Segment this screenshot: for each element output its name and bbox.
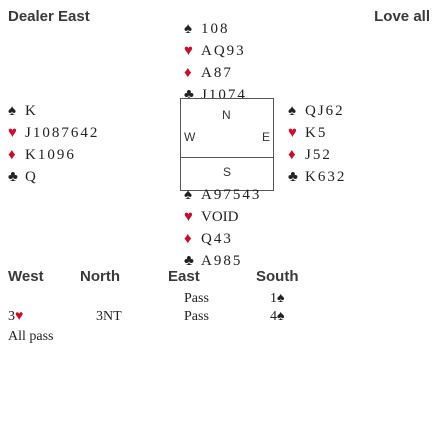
bid-east-1: Pass (184, 291, 209, 306)
west-hearts: J1087642 (25, 125, 100, 141)
north-clubs: J1074 (201, 87, 247, 103)
dealer-label: Dealer East (8, 8, 90, 25)
bid-level: 4 (270, 309, 277, 324)
auction-header-east: East (168, 268, 200, 285)
heart-icon: ♥ (184, 43, 193, 59)
north-hearts: AQ93 (201, 43, 246, 59)
south-diamonds: Q43 (201, 231, 233, 247)
heart-icon: ♥ (288, 125, 297, 141)
east-diamonds: J52 (305, 147, 332, 163)
diamond-icon: ♦ (184, 65, 192, 81)
compass-east: E (261, 130, 270, 144)
south-hearts: void (201, 209, 239, 225)
auction-header-south: South (256, 268, 299, 285)
west-clubs: Q (25, 169, 38, 185)
spade-icon: ♠ (8, 103, 16, 119)
south-spades: A97543 (201, 187, 262, 203)
diamond-icon: ♦ (8, 147, 16, 163)
vulnerability-label: Love all (374, 8, 430, 25)
east-clubs: K632 (305, 169, 347, 185)
north-hand: ♠ 108 ♥ AQ93 ♦ A87 ♣ J1074 (184, 18, 247, 106)
spade-icon: ♠ (277, 291, 285, 306)
west-hand: ♠ K ♥ J1087642 ♦ K1096 ♣ Q (8, 100, 99, 188)
spade-icon: ♠ (277, 309, 285, 324)
auction-header-north: North (80, 268, 120, 285)
compass-box: N W E S (180, 98, 274, 191)
south-clubs: A985 (201, 253, 243, 269)
club-icon: ♣ (8, 169, 18, 185)
bid-south-2: 4♠ (270, 308, 284, 326)
east-spades: QJ62 (305, 103, 345, 119)
bid-all-pass: All pass (8, 329, 54, 344)
bid-level: 3 (8, 309, 15, 324)
bid-south-1: 1♠ (270, 290, 284, 308)
east-hearts: K5 (305, 125, 328, 141)
compass-north: N (222, 108, 231, 122)
auction-header-west: West (8, 268, 44, 285)
bid-level: 1 (270, 291, 277, 306)
bid-north-2: 3NT (96, 309, 122, 324)
heart-icon: ♥ (8, 125, 17, 141)
bid-west-2: 3♥ (8, 308, 23, 326)
heart-icon: ♥ (184, 209, 193, 225)
bid-east-2: Pass (184, 309, 209, 324)
spade-icon: ♠ (184, 187, 192, 203)
compass-lower-box: S (181, 157, 273, 190)
compass-south: S (223, 165, 232, 179)
spade-icon: ♠ (184, 21, 192, 37)
club-icon: ♣ (288, 169, 298, 185)
west-diamonds: K1096 (25, 147, 76, 163)
diamond-icon: ♦ (184, 231, 192, 247)
west-spades: K (25, 103, 38, 119)
east-hand: ♠ QJ62 ♥ K5 ♦ J52 ♣ K632 (288, 100, 346, 188)
spade-icon: ♠ (288, 103, 296, 119)
club-icon: ♣ (184, 253, 194, 269)
club-icon: ♣ (184, 87, 194, 103)
compass-west: W (184, 130, 196, 144)
north-diamonds: A87 (201, 65, 233, 81)
south-hand: ♠ A97543 ♥ void ♦ Q43 ♣ A985 (184, 184, 261, 272)
north-spades: 108 (201, 21, 230, 37)
heart-icon: ♥ (15, 309, 24, 324)
diamond-icon: ♦ (288, 147, 296, 163)
